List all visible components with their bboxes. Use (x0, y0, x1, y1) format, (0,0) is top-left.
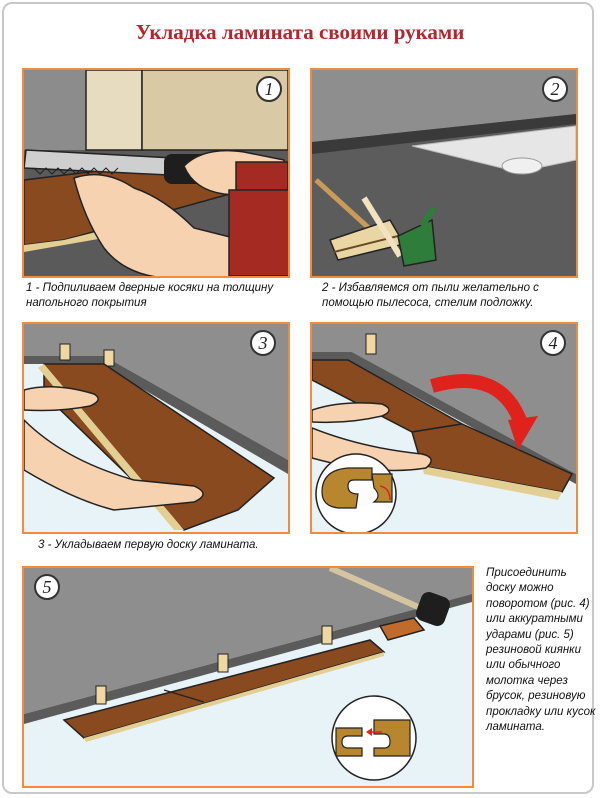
step-3-number-badge: 3 (250, 330, 276, 356)
step-5-illustration (24, 568, 472, 786)
panel-step-2: 2 (310, 68, 578, 278)
page-title: Укладка ламината своими руками (135, 20, 465, 44)
step-1-caption-line2: напольного покрытия (26, 297, 147, 309)
step-4-illustration (312, 324, 576, 532)
step-2-number-badge: 2 (542, 76, 568, 102)
panel-step-1: 1 (22, 68, 290, 278)
step-2-caption-line2: помощью пылесоса, стелим подложку. (322, 297, 534, 309)
panel-step-3: 3 (22, 322, 290, 534)
step-1-illustration (24, 70, 288, 276)
step-3-caption: 3 - Укладываем первую доску ламината. (38, 538, 298, 553)
step-5-number-badge: 5 (34, 574, 60, 600)
step-2-caption: 2 - Избавляемся от пыли желательно с пом… (322, 281, 592, 311)
step-1-caption: 1 - Подпиливаем дверные косяки на толщин… (26, 281, 296, 311)
step-3-illustration (24, 324, 288, 532)
step-1-caption-line1: 1 - Подпиливаем дверные косяки на толщин… (26, 282, 274, 294)
step-1-number-badge: 1 (256, 76, 282, 102)
step-2-caption-line1: 2 - Избавляемся от пыли желательно с (322, 282, 539, 294)
panel-step-5: 5 (22, 566, 474, 788)
step-3-caption-line1: 3 - Укладываем первую доску ламината. (38, 539, 259, 551)
step-4-number-badge: 4 (540, 330, 566, 356)
side-note: Присоединить доску можно поворотом (рис.… (486, 567, 596, 734)
panel-step-4: 4 (310, 322, 578, 534)
step-2-illustration (312, 70, 576, 276)
page-frame (2, 2, 594, 794)
